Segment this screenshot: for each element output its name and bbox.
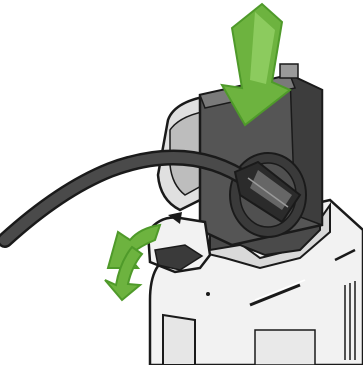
power-cable xyxy=(0,149,302,248)
insert-arrow-icon xyxy=(220,2,292,127)
door-latch xyxy=(146,212,212,274)
door-open-arrow-icon xyxy=(104,223,162,302)
screw-dot xyxy=(206,292,210,296)
